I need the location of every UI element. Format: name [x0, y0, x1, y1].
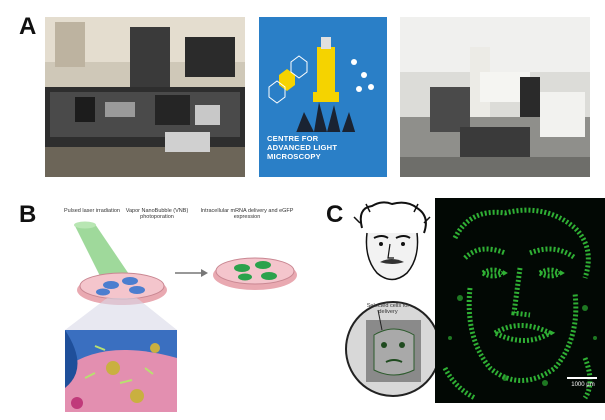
microscope-lab-photo [400, 17, 590, 177]
panel-b-letter: B [19, 201, 37, 228]
selected-cells-overlay [345, 301, 441, 397]
optical-table-photo [45, 17, 245, 177]
fluorescence-image: 1000 µm [435, 198, 605, 403]
scale-bar-label: 1000 µm [571, 382, 595, 388]
label-selected-cells: Selected cells for delivery [366, 303, 410, 316]
photoporation-schematic [65, 221, 297, 412]
panel-a-letter: A [19, 13, 37, 40]
poster-title-line2: ADVANCED LIGHT [267, 143, 338, 152]
panel-c-letter: C [326, 201, 344, 228]
label-mrna-delivery: Intracellular mRNA delivery and eGFP exp… [200, 208, 294, 221]
label-vnb-photoporation: Vapor NanoBubble (VNB) photoporation [125, 208, 189, 221]
poster-title-line3: MICROSCOPY [267, 152, 321, 161]
clm-poster: CENTRE FOR ADVANCED LIGHT MICROSCOPY [259, 17, 387, 177]
poster-title-line1: CENTRE FOR [267, 134, 319, 143]
label-pulsed-laser: Pulsed laser irradiation [64, 208, 120, 214]
einstein-sketch [352, 198, 432, 293]
